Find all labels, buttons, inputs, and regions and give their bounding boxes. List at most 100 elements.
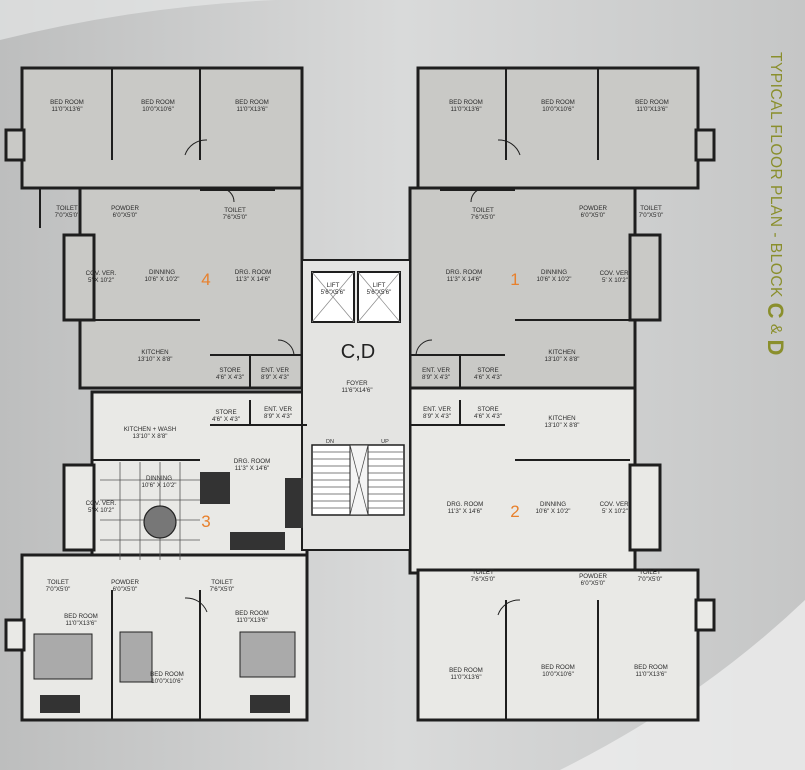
u4-toilet1-size: 7'0"X5'0" [55,212,80,219]
u4-bed3-name: BED ROOM [235,99,269,106]
u1-toilet2-size: 7'0"X5'0" [639,212,664,219]
u1-drg-size: 11'3" X 14'6" [447,276,482,283]
u3-cov-ver-size: 5' X 10'2" [88,507,114,514]
u1-kitchen-size: 13'10" X 8'8" [545,356,580,363]
u4-drg-size: 11'3" X 14'6" [236,276,271,283]
u1-bed2-name: BED ROOM [541,99,575,106]
unit-4-walls [4,66,304,390]
u1-drg-name: DRG. ROOM [446,269,482,276]
u4-powder-name: POWDER [111,205,139,212]
u4-toilet2-name: TOILET [224,207,246,214]
u3-dinning-name: DINNING [146,475,172,482]
block-core-label: C,D [341,341,375,363]
u2-powder-size: 6'0"X5'0" [581,580,606,587]
foyer-label: FOYER [346,380,368,387]
u2-bed2-name: BED ROOM [541,664,575,671]
unit-4-number: 4 [201,270,210,289]
lift-2-size: 5'6"X5'6" [367,289,392,296]
unit-4-labels: BED ROOM 11'0"X13'6" BED ROOM 10'0"X10'6… [50,99,289,381]
u3-toilet1-name: TOILET [47,579,69,586]
u4-powder-size: 6'0"X5'0" [113,212,138,219]
title-amp: & [767,319,784,340]
stair-dn-label: DN [326,439,334,445]
u4-kitchen-name: KITCHEN [141,349,168,356]
u3-bed1-size: 11'0"X13'6" [65,620,96,627]
u1-powder-name: POWDER [579,205,607,212]
u2-powder-name: POWDER [579,573,607,580]
u2-dinning-size: 10'6" X 10'2" [536,508,571,515]
u4-drg-name: DRG. ROOM [235,269,271,276]
core-labels: LIFT 5'6"X5'6" LIFT 5'6"X5'6" C,D FOYER … [321,282,392,445]
u1-bed1-size: 11'0"X13'6" [450,106,481,113]
u3-ent-ver-size: 8'9" X 4'3" [264,413,292,420]
title-block-b: D [763,339,788,356]
plan-title: TYPICAL FLOOR PLAN - BLOCK C & D [762,52,792,472]
u3-kitchen-name: KITCHEN + WASH [124,426,177,433]
u2-ent-ver-name: ENT. VER [423,406,451,413]
title-block-a: C [763,302,788,320]
u4-ent-ver-name: ENT. VER [261,367,289,374]
u3-drg-size: 11'3" X 14'6" [235,465,270,472]
u4-dinning-name: DINNING [149,269,175,276]
u1-cov-ver-name: COV. VER. [600,270,631,277]
u2-store-size: 4'6" X 4'3" [474,413,502,420]
u3-dinning-size: 10'6" X 10'2" [142,482,177,489]
lift-1-size: 5'6"X5'6" [321,289,346,296]
lift-2-label: LIFT [373,282,386,289]
unit-3-furniture [33,472,303,713]
u3-cov-ver-name: COV. VER. [86,500,117,507]
u1-cov-ver-size: 5' X 10'2" [602,277,628,284]
u4-store-name: STORE [219,367,240,374]
u3-bed3-size: 11'0"X13'6" [236,617,267,624]
u3-store-name: STORE [215,409,236,416]
u1-toilet1-size: 7'6"X5'0" [471,214,496,221]
unit-1-number: 1 [510,270,519,289]
u4-dinning-size: 10'6" X 10'2" [145,276,180,283]
u1-toilet2-name: TOILET [640,205,662,212]
u2-bed3-size: 11'0"X13'6" [635,671,666,678]
u2-drg-size: 11'3" X 14'6" [448,508,483,515]
unit-3-walls [4,390,309,722]
unit-2-number: 2 [510,502,519,521]
u1-bed2-size: 10'0"X10'6" [542,106,574,113]
u2-cov-ver-size: 5' X 10'2" [602,508,628,515]
u3-kitchen-size: 13'10" X 8'8" [133,433,168,440]
u1-powder-size: 6'0"X5'0" [581,212,606,219]
u4-toilet2-size: 7'6"X5'0" [223,214,248,221]
unit-2-walls [408,386,716,722]
u1-dinning-size: 10'6" X 10'2" [537,276,572,283]
interior-walls [39,68,635,720]
u4-bed3-size: 11'0"X13'6" [236,106,267,113]
foyer-size: 11'6"X14'6" [341,387,372,394]
u2-cov-ver-name: COV. VER. [600,501,631,508]
u2-store-name: STORE [477,406,498,413]
unit-1-walls [408,66,716,390]
u1-ent-ver-name: ENT. VER [422,367,450,374]
u1-bed3-size: 11'0"X13'6" [636,106,667,113]
u1-store-size: 4'6" X 4'3" [474,374,502,381]
u2-dinning-name: DINNING [540,501,566,508]
u3-drg-name: DRG. ROOM [234,458,270,465]
title-main: TYPICAL FLOOR PLAN - BLOCK [767,52,784,303]
u3-toilet2-name: TOILET [211,579,233,586]
unit-3-floor-tiles [100,462,200,560]
u3-store-size: 4'6" X 4'3" [212,416,240,423]
u2-bed1-size: 11'0"X13'6" [450,674,481,681]
u4-toilet1-name: TOILET [56,205,78,212]
core-area [301,259,411,551]
u4-bed1-name: BED ROOM [50,99,84,106]
u2-drg-name: DRG. ROOM [447,501,483,508]
u2-toilet2-name: TOILET [639,569,661,576]
unit-3-number: 3 [201,512,210,531]
lift-1-label: LIFT [327,282,340,289]
u1-kitchen-name: KITCHEN [548,349,575,356]
unit-2-labels: ENT. VER 8'9" X 4'3" STORE 4'6" X 4'3" K… [423,406,668,681]
u1-bed1-name: BED ROOM [449,99,483,106]
u2-bed2-size: 10'0"X10'6" [542,671,574,678]
u3-bed3-name: BED ROOM [235,610,269,617]
plan-title-text: TYPICAL FLOOR PLAN - BLOCK C & D [762,52,788,356]
u1-dinning-name: DINNING [541,269,567,276]
u2-toilet1-size: 7'6"X5'0" [471,576,496,583]
u1-toilet1-name: TOILET [472,207,494,214]
